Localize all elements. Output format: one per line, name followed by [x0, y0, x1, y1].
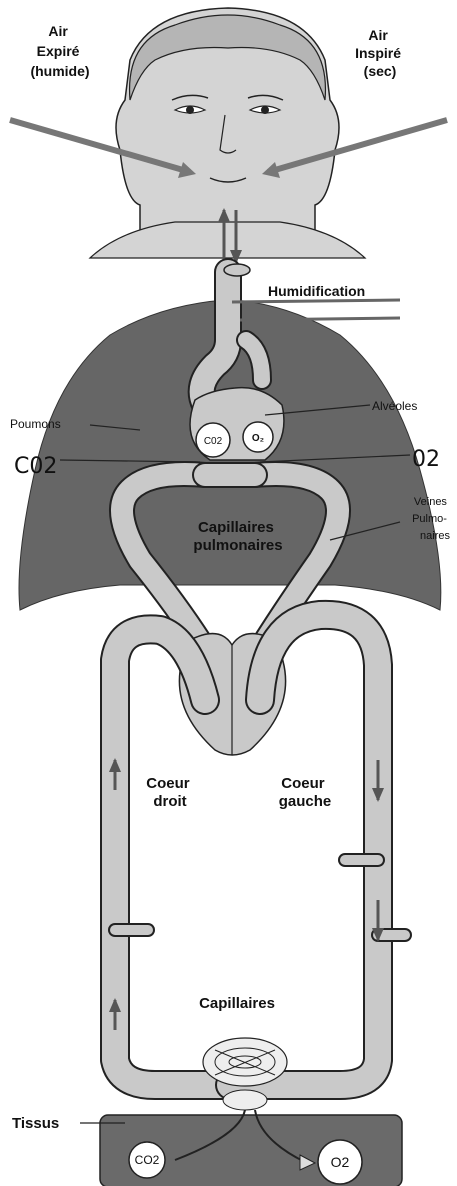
label-alveoles: Alvéoles	[372, 399, 417, 413]
label-humidification: Humidification	[268, 283, 365, 299]
label-coeur-gauche: Coeur gauche	[279, 775, 332, 810]
label-o2-right: 02	[412, 447, 440, 472]
label-capillaires: Capillaires	[199, 995, 275, 1012]
label-poumons: Poumons	[10, 417, 61, 431]
label-co2-bubble: C02	[204, 436, 223, 447]
label-coeur-droit: Coeur droit	[146, 775, 194, 810]
label-air-expire: Air Expiré (humide)	[30, 23, 89, 79]
systemic-circulation	[115, 615, 405, 1085]
label-co2-left: C02	[14, 454, 57, 479]
flow-arrows	[109, 758, 384, 1030]
label-tissue-co2: CO2	[135, 1153, 160, 1167]
label-tissus: Tissus	[12, 1115, 59, 1132]
label-o2-bubble: O₂	[252, 433, 264, 444]
label-tissue-o2: O2	[331, 1154, 350, 1170]
label-air-inspire: Air Inspiré (sec)	[355, 27, 405, 79]
label-capillaires-pulmonaires: Capillaires pulmonaires	[193, 519, 282, 554]
